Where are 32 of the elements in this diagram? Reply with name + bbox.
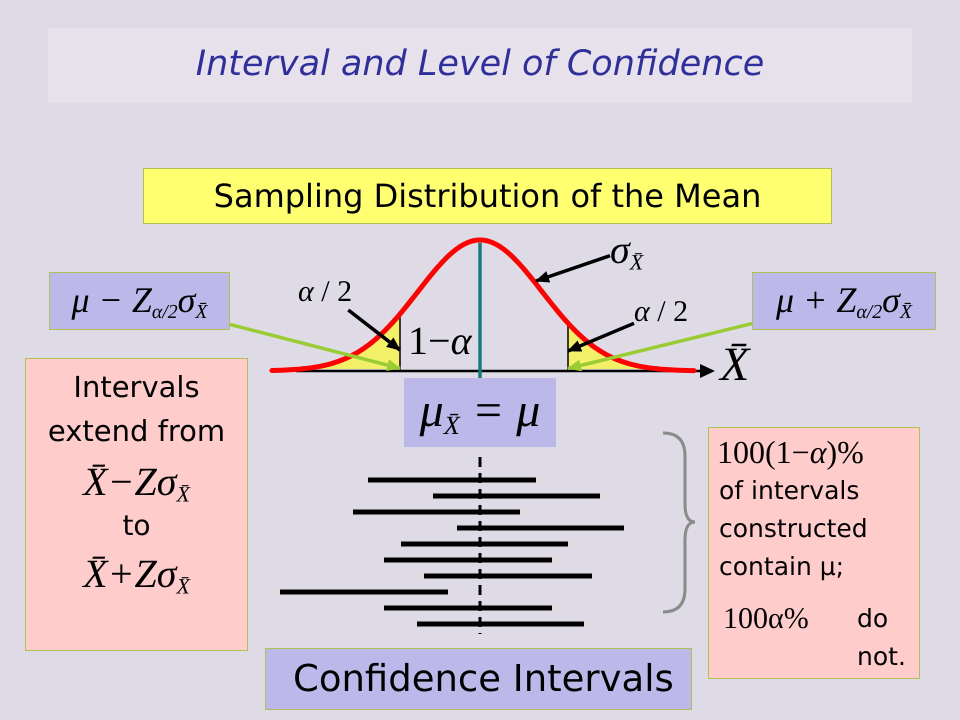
note-box [708,427,920,679]
leader-arrow [535,254,611,283]
note-box [25,358,248,651]
formula-label: σ$_{X̄}$ [610,226,644,274]
heading-text: Sampling Distribution of the Mean [214,176,762,217]
box-label: Confidence Intervals [293,656,674,702]
formula-label: α / 2 [298,274,352,310]
formula: μ − Z$_{α/2}$σ$_{X̄}$ [71,279,208,324]
leader-arrow [230,322,401,371]
formula: X̄−Zσ$_{X̄}$ [83,458,190,507]
formula: μ + Z$_{α/2}$σ$_{X̄}$ [776,279,912,324]
leader-arrow [567,322,752,372]
slide-title: Interval and Level of Confidence [196,43,764,86]
heading-box [143,168,832,224]
formula-box [404,378,556,447]
formula: μ$_{X̄}$ = μ [420,383,540,440]
note-text: Intervals extend from [46,369,226,450]
mean-line [478,243,482,378]
formula-label: 1−α [408,318,472,364]
axis-label: X̄ [720,338,750,392]
formula-label: α / 2 [634,294,688,330]
formula-box [752,272,936,330]
note-text: of intervals constructed contain μ; [719,475,869,583]
label-box [265,648,692,710]
formula: 100(1−α)% [717,433,864,472]
leader-arrow [347,308,402,352]
formula: X̄+Zσ$_{X̄}$ [83,550,190,599]
formula-box [49,272,230,330]
formula: 100α% [723,601,809,637]
leader-arrow [567,322,635,353]
note-text: do not. [857,603,907,673]
note-text: to [122,509,151,543]
